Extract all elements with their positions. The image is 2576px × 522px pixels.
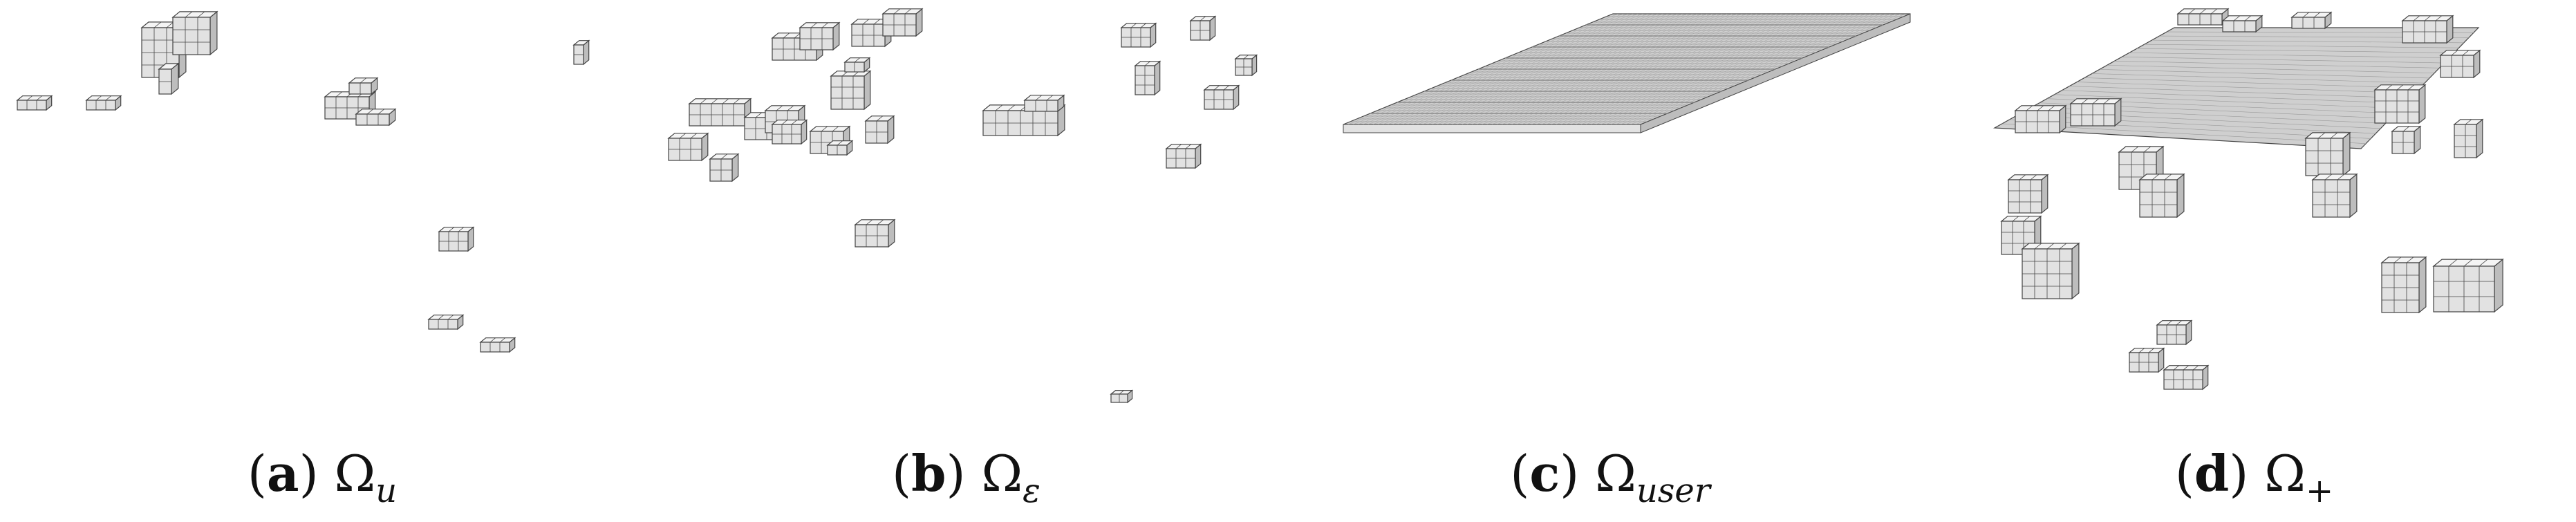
voxel-cluster	[427, 314, 465, 330]
voxel-cluster	[854, 218, 896, 248]
voxel-cluster	[2007, 174, 2049, 214]
voxel-cluster	[479, 337, 516, 353]
voxel-cluster	[1189, 15, 1217, 41]
voxel-cluster	[2304, 131, 2351, 177]
voxel-cluster	[709, 153, 740, 183]
voxel-cluster	[1023, 94, 1065, 113]
voxel-cluster	[850, 18, 893, 48]
voxel-cluster	[2069, 97, 2122, 127]
voxel-cluster	[2453, 118, 2484, 159]
panel-b: (b) Ωε	[644, 0, 1288, 519]
voxel-cluster	[2221, 15, 2264, 33]
voxel-cluster	[348, 77, 379, 95]
voxel-cluster	[1120, 22, 1157, 48]
caption-b-letter: b	[911, 444, 946, 503]
caption-d-subscript: +	[2305, 472, 2334, 510]
panel-c: (c) Ωuser	[1288, 0, 1932, 519]
caption-b: (b) Ωε	[892, 444, 1040, 510]
voxel-cluster	[158, 62, 180, 95]
voxel-cluster	[771, 119, 808, 145]
voxel-cluster	[667, 132, 709, 162]
voxel-cluster	[2380, 256, 2427, 314]
voxel-cluster	[1203, 84, 1240, 111]
voxel-cluster	[438, 226, 475, 252]
panel-a: (a) Ωu	[0, 0, 644, 519]
voxel-cluster	[355, 108, 397, 127]
voxel-cluster	[881, 8, 924, 37]
caption-a-subscript: u	[375, 472, 398, 510]
voxel-cluster	[1234, 54, 1258, 77]
voxel-cluster	[2128, 347, 2165, 373]
caption-d: (d) Ω+	[2174, 444, 2334, 510]
voxel-cluster	[688, 97, 752, 127]
voxel-cluster	[2311, 173, 2358, 218]
voxel-cluster	[1165, 143, 1202, 169]
voxel-figure-b	[667, 8, 1258, 404]
voxel-cluster	[2290, 11, 2333, 30]
caption-c-symbol: Ω	[1595, 445, 1636, 503]
voxel-cluster	[171, 10, 218, 56]
voxel-cluster	[2391, 125, 2422, 155]
voxel-cluster	[826, 140, 854, 156]
voxel-figure-c	[1343, 13, 1911, 133]
voxel-cluster	[1134, 60, 1161, 96]
voxel-cluster	[2373, 84, 2427, 124]
caption-c-letter: c	[1529, 444, 1560, 503]
voxel-cluster	[2432, 258, 2504, 313]
voxel-cluster	[864, 115, 895, 145]
voxel-figure-a	[16, 10, 590, 353]
voxel-cluster	[2163, 364, 2210, 391]
voxel-cluster	[572, 39, 590, 66]
caption-d-letter: d	[2194, 444, 2230, 503]
voxel-cluster	[1110, 389, 1134, 404]
voxel-cluster	[2138, 173, 2185, 218]
caption-a: (a) Ωu	[247, 444, 398, 510]
voxel-cluster	[85, 95, 122, 111]
voxel-cluster	[799, 21, 841, 51]
voxel-cluster	[2156, 319, 2193, 346]
voxel-plate	[1343, 13, 1911, 133]
voxel-cluster	[2176, 8, 2230, 26]
caption-b-symbol: Ω	[981, 445, 1023, 503]
voxel-cluster	[2014, 104, 2067, 134]
voxel-cluster	[2021, 242, 2080, 300]
caption-b-subscript: ε	[1023, 472, 1040, 510]
voxel-cluster	[843, 57, 871, 73]
caption-c: (c) Ωuser	[1510, 444, 1710, 510]
caption-c-subscript: user	[1636, 472, 1710, 510]
panel-d: (d) Ω+	[1932, 0, 2576, 519]
voxel-cluster	[830, 70, 872, 111]
voxel-cluster	[2401, 15, 2454, 44]
voxel-cluster	[16, 95, 53, 111]
caption-a-letter: a	[266, 444, 299, 503]
voxel-figure-d	[1992, 8, 2504, 391]
caption-d-symbol: Ω	[2264, 445, 2306, 503]
voxel-cluster	[2439, 49, 2481, 79]
caption-a-symbol: Ω	[334, 445, 376, 503]
